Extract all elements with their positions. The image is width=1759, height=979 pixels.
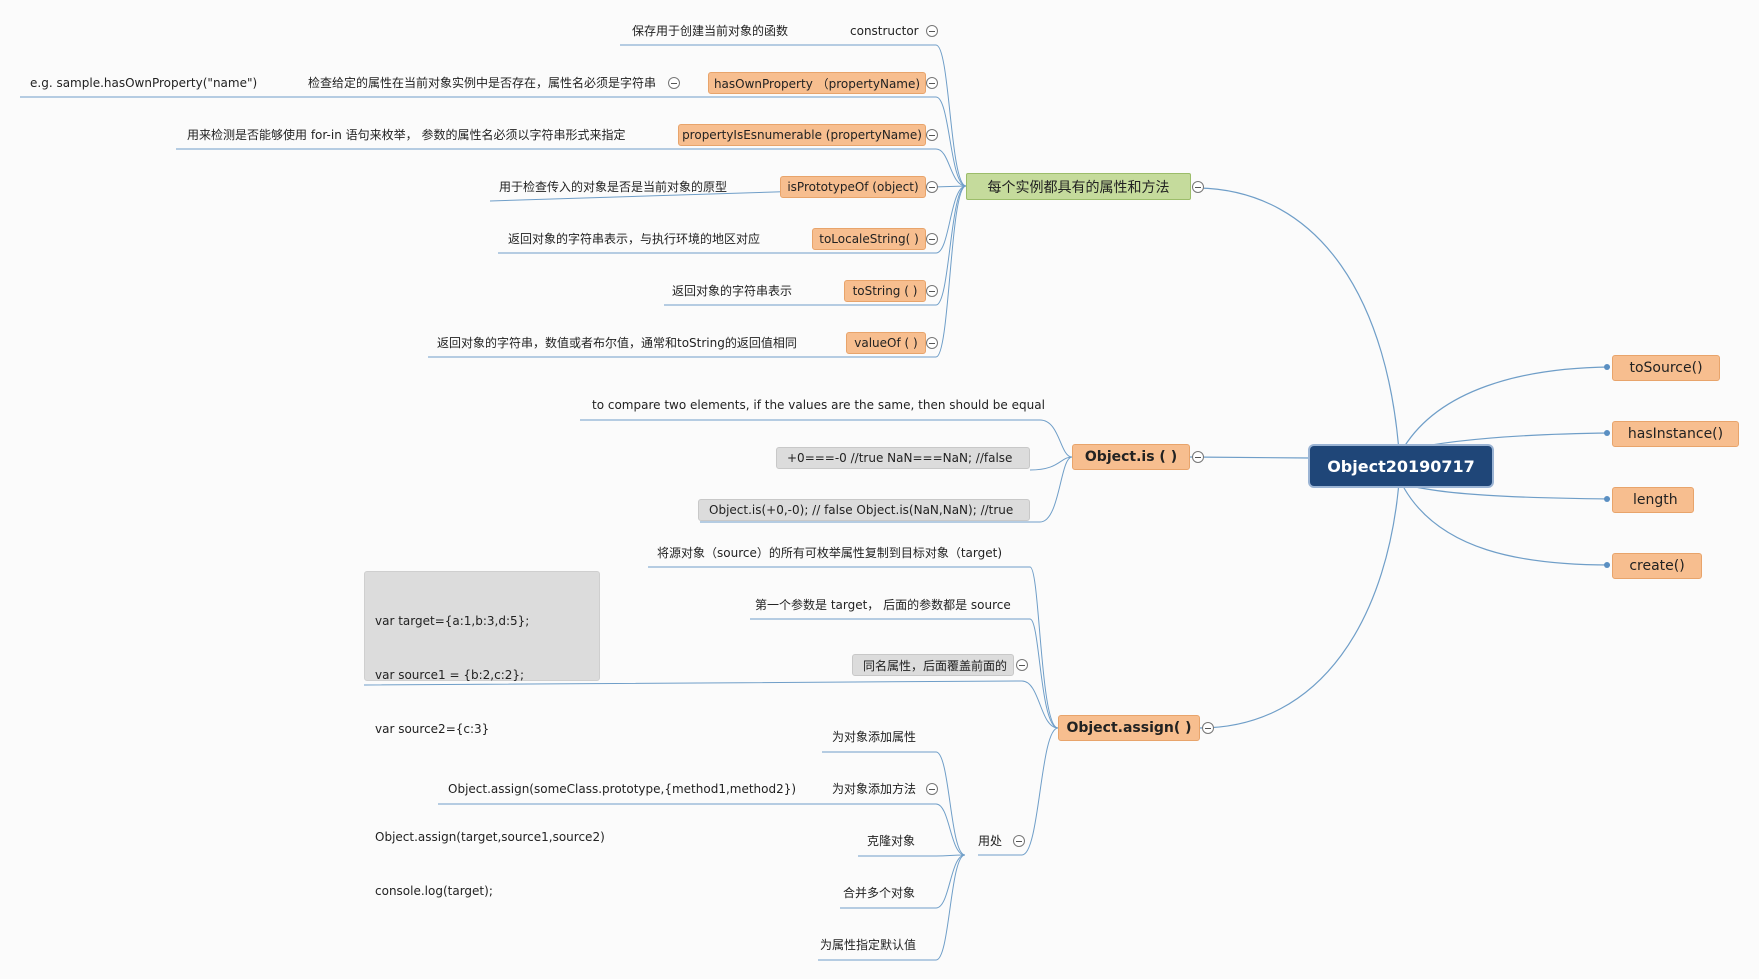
use-add-property: 为对象添加属性 [832, 730, 917, 744]
collapse-icon[interactable] [1016, 659, 1028, 671]
propertyisenumerable-desc: 用来检测是否能够使用 for-in 语句来枚举， 参数的属性名必须以字符串形式来… [187, 128, 626, 142]
connector-dot [1604, 430, 1610, 436]
object-is-node[interactable]: Object.is ( ) [1072, 444, 1190, 470]
object-assign-code-block: var target={a:1,b:3,d:5}; var source1 = … [364, 571, 605, 898]
hasownproperty-example: e.g. sample.hasOwnProperty("name") [30, 76, 258, 90]
collapse-icon[interactable] [926, 233, 938, 245]
collapse-icon[interactable] [926, 181, 938, 193]
object-assign-desc-1: 将源对象（source）的所有可枚举属性复制到目标对象（target) [657, 546, 1003, 560]
hasownproperty-desc: 检查给定的属性在当前对象实例中是否存在，属性名必须是字符串 [308, 76, 657, 90]
tostring-desc: 返回对象的字符串表示 [672, 284, 793, 298]
same-name-property-node[interactable]: 同名属性，后面覆盖前面的 [852, 654, 1014, 676]
collapse-icon[interactable] [926, 129, 938, 141]
use-add-method-example: Object.assign(someClass.prototype,{metho… [448, 782, 797, 796]
use-merge-objects: 合并多个对象 [843, 886, 916, 900]
isprototypeof-node[interactable]: isPrototypeOf (object) [780, 176, 926, 198]
root-node[interactable]: Object20190717 [1310, 446, 1492, 486]
tosource-node[interactable]: toSource() [1612, 355, 1720, 381]
collapse-icon[interactable] [926, 783, 938, 795]
collapse-icon[interactable] [926, 337, 938, 349]
collapse-icon[interactable] [1192, 451, 1204, 463]
object-is-example-1: +0===-0 //true NaN===NaN; //false [776, 447, 1030, 469]
object-assign-desc-2: 第一个参数是 target， 后面的参数都是 source [755, 598, 1011, 612]
length-node[interactable]: length [1612, 487, 1694, 513]
object-is-example-2: Object.is(+0,-0); // false Object.is(NaN… [698, 499, 1030, 521]
valueof-desc: 返回对象的字符串，数值或者布尔值，通常和toString的返回值相同 [437, 336, 797, 350]
collapse-icon[interactable] [1202, 722, 1214, 734]
create-node[interactable]: create() [1612, 553, 1702, 579]
collapse-icon[interactable] [926, 77, 938, 89]
collapse-icon[interactable] [1013, 835, 1025, 847]
connector-dot [1604, 496, 1610, 502]
collapse-icon[interactable] [926, 285, 938, 297]
collapse-icon[interactable] [1192, 181, 1204, 193]
constructor-label: constructor [850, 24, 919, 38]
collapse-icon[interactable] [926, 25, 938, 37]
object-assign-node[interactable]: Object.assign( ) [1058, 715, 1200, 741]
propertyisenumerable-node[interactable]: propertyIsEsnumerable (propertyName) [678, 124, 926, 146]
isprototypeof-desc: 用于检查传入的对象是否是当前对象的原型 [499, 180, 728, 194]
valueof-node[interactable]: valueOf ( ) [846, 332, 926, 354]
object-is-desc: to compare two elements, if the values a… [592, 398, 1045, 412]
collapse-icon[interactable] [668, 77, 680, 89]
constructor-desc: 保存用于创建当前对象的函数 [632, 24, 789, 38]
uses-label: 用处 [978, 834, 1003, 848]
connector-dot [1604, 562, 1610, 568]
use-clone-object: 克隆对象 [867, 834, 916, 848]
tolocalestring-desc: 返回对象的字符串表示，与执行环境的地区对应 [508, 232, 761, 246]
instance-methods-node[interactable]: 每个实例都具有的属性和方法 [966, 173, 1191, 200]
root-title: Object20190717 [1327, 456, 1475, 476]
connector-dot [1604, 364, 1610, 370]
use-add-method: 为对象添加方法 [832, 782, 917, 796]
hasownproperty-node[interactable]: hasOwnProperty （propertyName) [708, 72, 926, 94]
tostring-node[interactable]: toString ( ) [844, 280, 926, 302]
hasinstance-node[interactable]: hasInstance() [1612, 421, 1739, 447]
tolocalestring-node[interactable]: toLocaleString( ) [812, 228, 926, 250]
use-default-values: 为属性指定默认值 [820, 938, 917, 952]
